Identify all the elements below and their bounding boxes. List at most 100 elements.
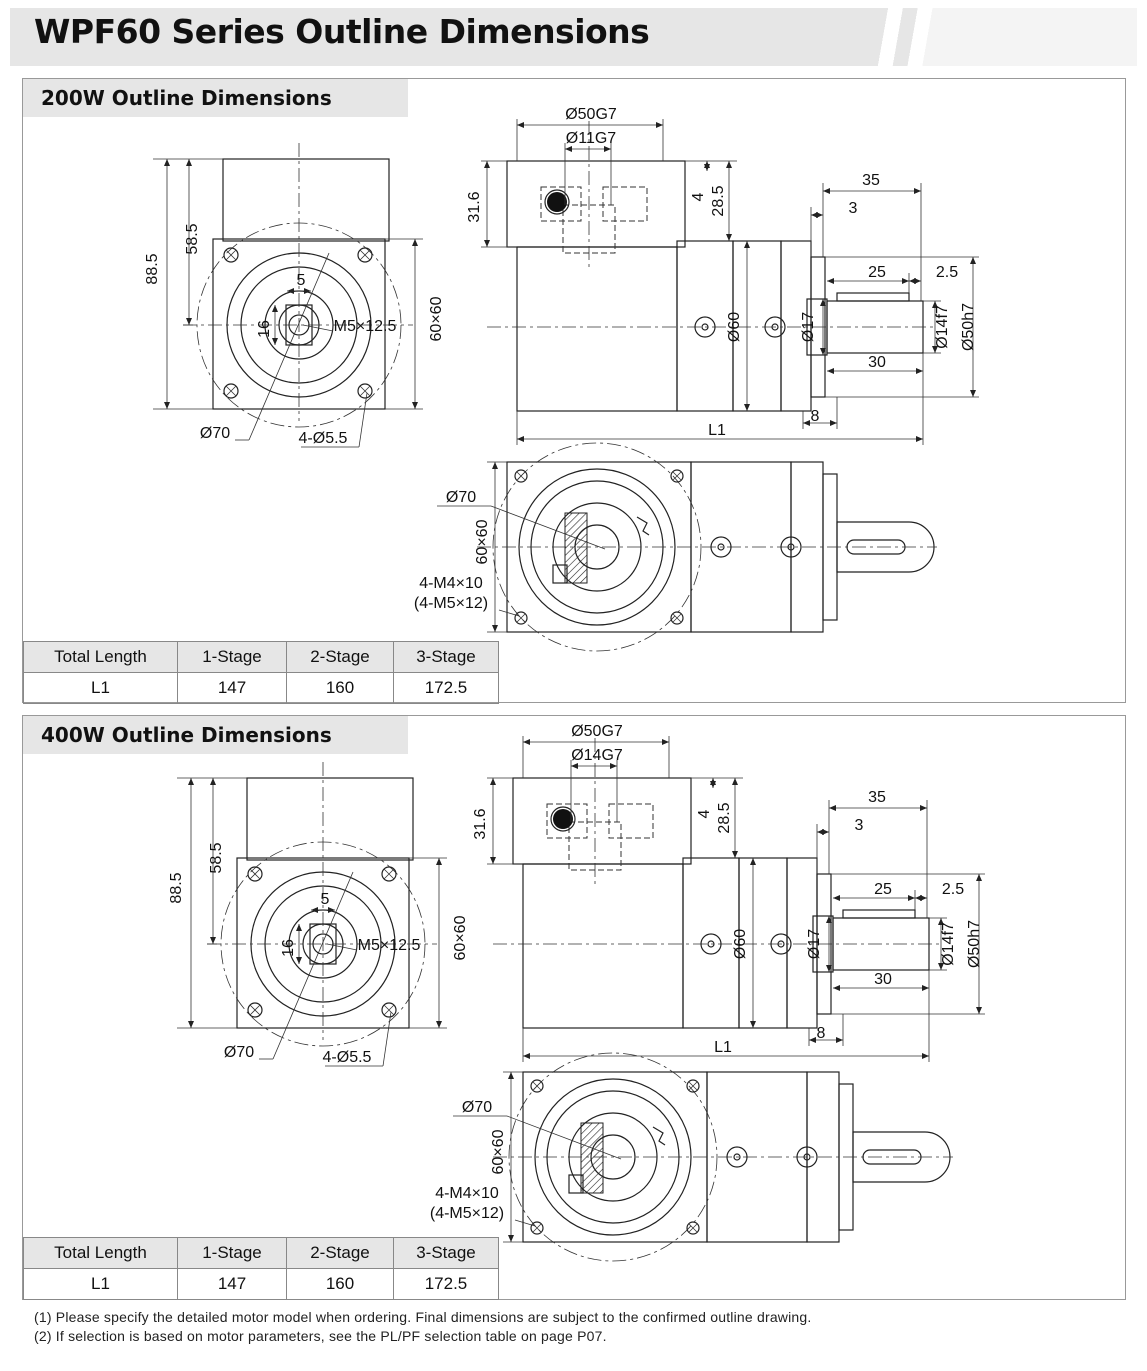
clamp-screw	[552, 564, 568, 584]
table-header-cell: 1-Stage	[177, 641, 287, 673]
arrow-head	[492, 625, 498, 632]
keyway-block	[285, 304, 313, 346]
bottom-mounting-hole	[686, 1079, 700, 1093]
arrow-head	[272, 305, 278, 312]
key-slot	[652, 1126, 666, 1146]
clamp-screw-head	[550, 806, 576, 832]
stage-housing-1	[676, 240, 734, 412]
dimension-label: 8	[817, 1025, 826, 1042]
arrow-head	[970, 257, 976, 264]
dimension-label: Ø50h7	[960, 303, 977, 351]
section-heading-bar: 400W Outline Dimensions	[23, 716, 408, 754]
dimension-label: 25	[874, 881, 892, 898]
dimension-label: 2.5	[936, 264, 958, 281]
dimension-label: M5×12.5	[334, 318, 397, 335]
dimension-label: 4-Ø5.5	[299, 430, 348, 447]
bottom-output-shaft	[836, 521, 935, 573]
arrow-head	[922, 985, 929, 991]
arrow-head	[732, 851, 738, 858]
dimension-label: 5	[321, 891, 330, 908]
dimension-label: Ø14f7	[934, 305, 951, 349]
arrow-head	[328, 907, 335, 913]
mounting-hole	[247, 866, 263, 882]
dimension-label: 88.5	[144, 253, 161, 284]
arrow-head	[517, 436, 524, 442]
section-heading: 400W Outline Dimensions	[41, 723, 332, 747]
dimension-label: L1	[714, 1039, 732, 1056]
dimension-label: 60×60	[452, 915, 469, 960]
table-header-cell: 3-Stage	[393, 641, 499, 673]
dimension-label: (4-M5×12)	[414, 595, 488, 612]
arrow-head	[827, 368, 834, 374]
arrow-head	[210, 778, 216, 785]
table-cell: 147	[177, 672, 287, 704]
arrow-head	[311, 907, 318, 913]
bottom-mounting-hole	[670, 469, 684, 483]
dimension-label: Ø60	[726, 312, 743, 342]
bottom-output-shaft	[852, 1131, 951, 1183]
screw-hole	[770, 933, 792, 955]
arrow-head	[490, 857, 496, 864]
bottom-mounting-hole	[530, 1221, 544, 1235]
dimension-label: 4	[690, 192, 707, 201]
arrow-head	[920, 805, 927, 811]
arrow-head	[508, 1072, 514, 1079]
bottom-flange-circle	[534, 1078, 692, 1236]
arrow-head	[830, 420, 837, 426]
dimension-label: Ø70	[224, 1044, 254, 1061]
dimension-label: Ø70	[462, 1099, 492, 1116]
arrow-head	[816, 212, 823, 218]
arrow-head	[914, 278, 921, 284]
arrow-head	[704, 164, 710, 171]
hole-cross	[688, 1223, 698, 1233]
dimension-label: 35	[868, 789, 886, 806]
hole-cross	[383, 1004, 395, 1016]
arrow-head	[744, 241, 750, 248]
hole-cross	[249, 1004, 261, 1016]
dimension-label: 16	[256, 320, 273, 338]
dimension-label: M5×12.5	[358, 937, 421, 954]
dimension-label: 25	[868, 264, 886, 281]
dimension-label: Ø50G7	[571, 723, 623, 740]
arrow-head	[571, 763, 578, 769]
dimension-label: 4-M4×10	[435, 1185, 499, 1202]
arrow-head	[656, 122, 663, 128]
clamp-screw-head-fill	[547, 192, 567, 212]
dimension-label: 58.5	[184, 223, 201, 254]
key-slot	[636, 516, 650, 536]
table-header-cell: 3-Stage	[393, 1237, 499, 1269]
table-cell: 160	[286, 1268, 394, 1300]
screw-hole-center	[707, 940, 715, 948]
mounting-hole	[381, 866, 397, 882]
bottom-mounting-hole	[670, 611, 684, 625]
arrow-head	[750, 858, 756, 865]
arrow-head	[836, 1037, 843, 1043]
table-cell: 160	[286, 672, 394, 704]
dimension-label: L1	[708, 422, 726, 439]
arrow-head	[822, 829, 829, 835]
page-title: WPF60 Series Outline Dimensions	[34, 12, 650, 51]
dimension-label: 5	[297, 272, 306, 289]
clamp-screw-head-fill	[553, 809, 573, 829]
arrow-head	[744, 404, 750, 411]
dimension-label: 2.5	[942, 881, 964, 898]
bottom-pitch-circle	[492, 442, 702, 652]
arrow-head	[523, 1053, 530, 1059]
arrow-head	[826, 965, 832, 972]
dimension-label: 4-Ø5.5	[323, 1049, 372, 1066]
arrow-head	[523, 739, 530, 745]
mounting-hole	[223, 383, 239, 399]
screw-hole-center	[803, 1153, 811, 1161]
title-bar	[10, 8, 1137, 66]
dimension-label: 4	[696, 809, 713, 818]
stage-housing-1	[682, 857, 740, 1029]
table-header-cell: Total Length	[23, 1237, 178, 1269]
adaptor-housing	[512, 777, 692, 865]
table-cell: L1	[23, 672, 178, 704]
adaptor-housing	[506, 160, 686, 248]
arrow-head	[662, 739, 669, 745]
